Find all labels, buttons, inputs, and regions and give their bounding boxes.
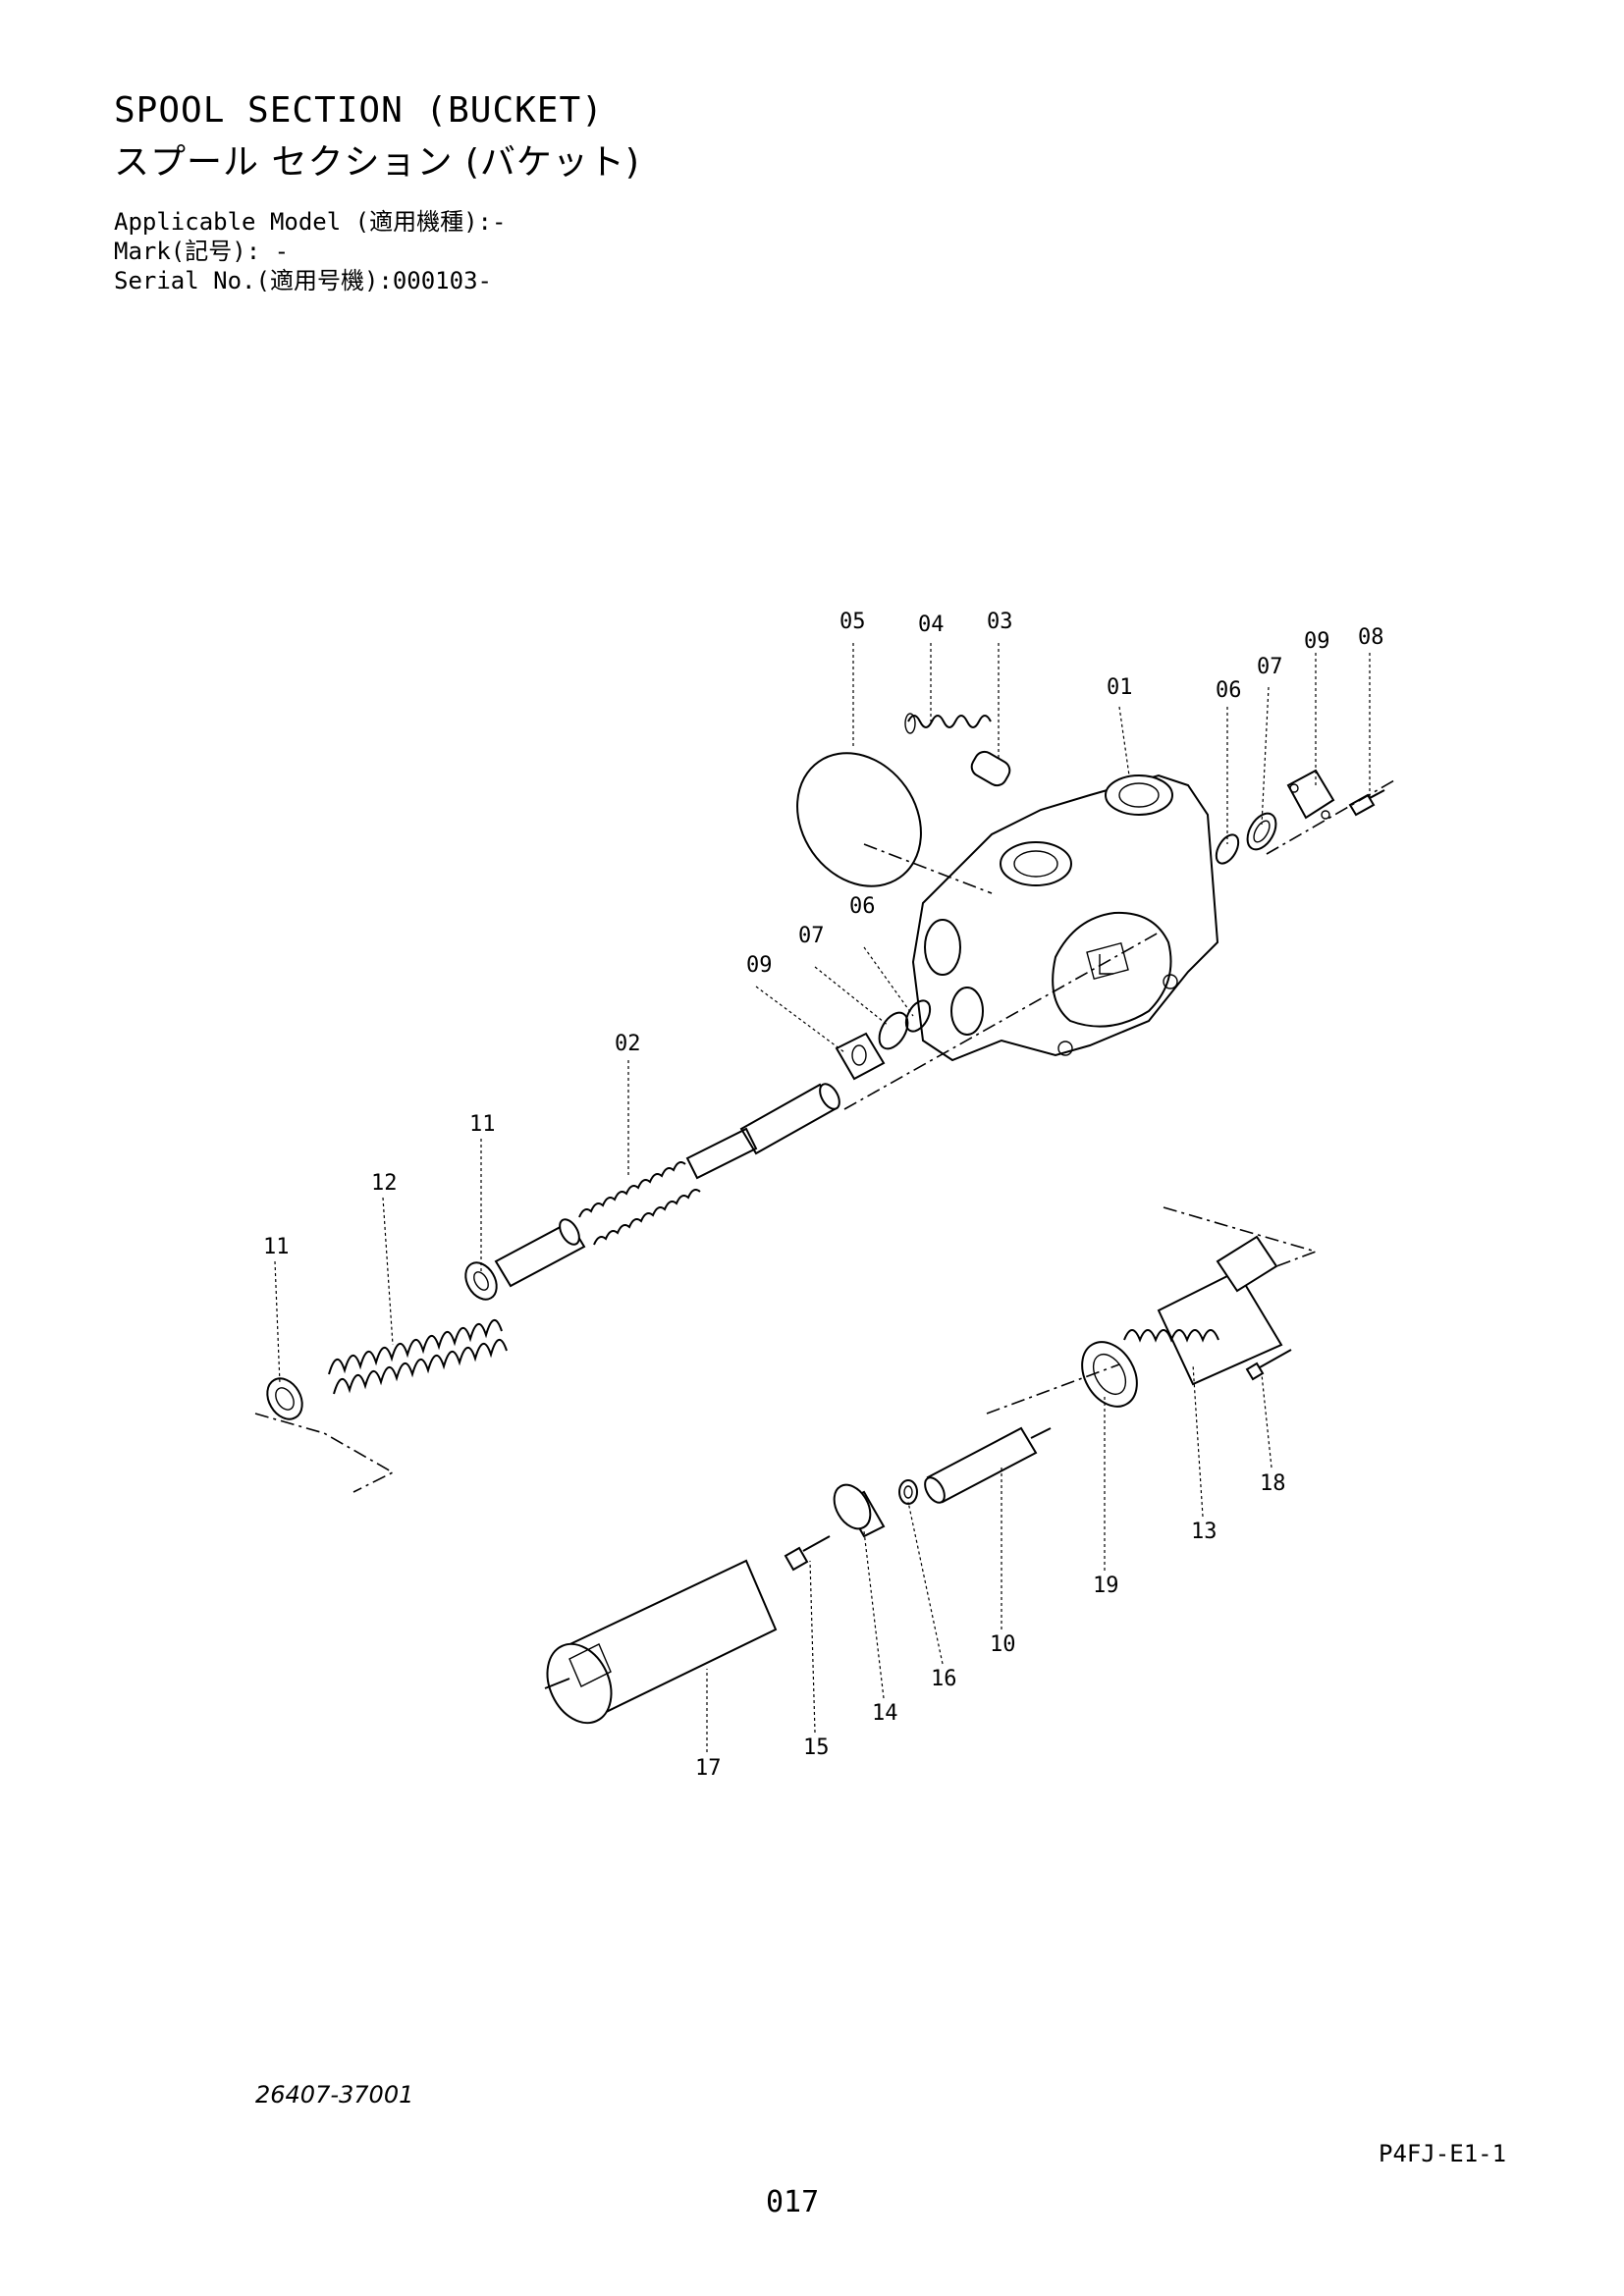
part-11-retainer-lower bbox=[266, 1377, 303, 1420]
callout-14: 14 bbox=[872, 1701, 898, 1726]
part-09-flange-upper bbox=[1286, 769, 1335, 820]
page-title: SPOOL SECTION (BUCKET) bbox=[114, 90, 604, 131]
part-18-bolt bbox=[1245, 1349, 1292, 1381]
callout-08: 08 bbox=[1358, 625, 1384, 650]
callout-16: 16 bbox=[931, 1667, 957, 1691]
callout-02: 02 bbox=[615, 1032, 641, 1056]
part-15-screw bbox=[784, 1535, 831, 1572]
page-code: P4FJ-E1-1 bbox=[1379, 2140, 1507, 2167]
part-05-gasket bbox=[796, 752, 922, 887]
callout-09-lower: 09 bbox=[746, 953, 773, 978]
part-07-ring-lower bbox=[878, 1011, 909, 1050]
serial-number: Serial No.(適用号機):000103- bbox=[114, 267, 492, 294]
page-number: 017 bbox=[766, 2185, 820, 2219]
callout-15: 15 bbox=[803, 1735, 830, 1760]
callout-03: 03 bbox=[987, 610, 1013, 634]
part-02-spool bbox=[494, 1083, 840, 1288]
callout-18: 18 bbox=[1260, 1471, 1286, 1496]
callout-11-lower: 11 bbox=[263, 1235, 290, 1259]
part-19-cap bbox=[1081, 1341, 1138, 1408]
part-09-flange-lower bbox=[835, 1032, 886, 1081]
callout-10: 10 bbox=[990, 1632, 1016, 1657]
callout-07-lower: 07 bbox=[798, 924, 825, 948]
part-07-ring-upper bbox=[1246, 812, 1277, 851]
callout-01: 01 bbox=[1107, 675, 1133, 700]
callout-09-upper: 09 bbox=[1304, 629, 1330, 654]
callout-17: 17 bbox=[695, 1756, 722, 1781]
callout-06-upper: 06 bbox=[1216, 678, 1242, 703]
callout-13: 13 bbox=[1191, 1520, 1218, 1544]
part-16-nut bbox=[898, 1479, 918, 1505]
part-03-plug bbox=[970, 750, 1011, 787]
callout-19: 19 bbox=[1093, 1574, 1119, 1598]
page-title-japanese: スプール セクション (バケット) bbox=[114, 142, 640, 183]
part-17-cap bbox=[544, 1559, 778, 1725]
part-13-cover bbox=[1123, 1235, 1283, 1386]
callout-07-upper: 07 bbox=[1257, 655, 1283, 679]
part-10-stem bbox=[924, 1426, 1052, 1504]
part-04-spring bbox=[904, 713, 992, 734]
part-01-valve-housing bbox=[911, 774, 1219, 1062]
callout-05: 05 bbox=[839, 610, 866, 634]
applicable-model: Applicable Model (適用機種):- bbox=[114, 208, 507, 236]
callout-06-lower: 06 bbox=[849, 894, 876, 919]
callout-11-upper: 11 bbox=[469, 1112, 496, 1137]
part-number: 26407-37001 bbox=[255, 2081, 414, 2109]
part-12-return-spring bbox=[328, 1319, 508, 1395]
mark-info: Mark(記号): - bbox=[114, 238, 290, 265]
callout-labels: 05 04 03 01 06 07 09 08 06 07 09 02 11 1… bbox=[263, 610, 1384, 1781]
callout-12: 12 bbox=[371, 1171, 398, 1196]
callout-04: 04 bbox=[918, 613, 945, 637]
part-11-retainer-upper bbox=[464, 1261, 498, 1301]
part-08-bolt-upper bbox=[1348, 789, 1385, 817]
part-06-ring-upper bbox=[1215, 833, 1240, 865]
part-14-stopper bbox=[833, 1483, 886, 1538]
